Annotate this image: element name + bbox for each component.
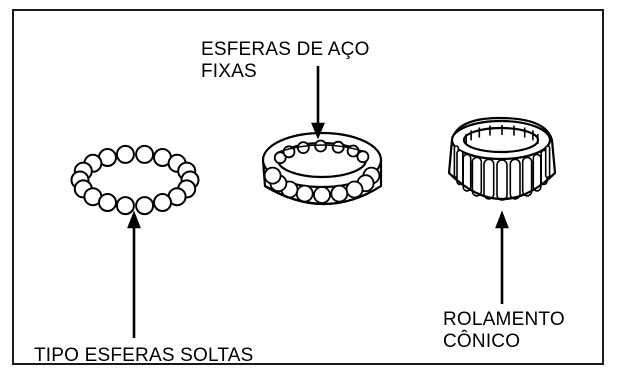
fixed-ball-back — [331, 140, 345, 154]
fixed-ball — [345, 180, 364, 199]
label-loose-balls: TIPO ESFERAS SOLTAS — [34, 345, 254, 366]
tapered-roller — [471, 156, 483, 197]
label-tapered-roller: ROLAMENTO CÔNICO — [443, 309, 565, 353]
loose-ball — [98, 193, 117, 212]
tapered-roller — [483, 158, 495, 200]
label-fixed-steel-balls: ESFERAS DE AÇO FIXAS — [201, 39, 370, 83]
tapered-roller — [509, 158, 521, 200]
label-fixed-line-2: FIXAS — [201, 61, 257, 82]
label-tapered-line-1: ROLAMENTO — [443, 309, 565, 330]
tapered-roller — [544, 145, 551, 179]
fixed-ball — [295, 184, 314, 203]
tapered-roller — [462, 153, 472, 192]
tapered-roller — [496, 159, 508, 201]
tapered-roller-bearing-illustration — [447, 116, 557, 201]
fixed-balls-arrowhead — [311, 122, 325, 140]
fixed-ball-back — [296, 141, 310, 155]
label-tapered-line-2: CÔNICO — [443, 331, 521, 352]
loose-balls-arrowhead — [127, 210, 141, 229]
fixed-ball-back — [356, 150, 370, 164]
loose-ball — [115, 196, 135, 216]
fixed-ball — [263, 166, 282, 185]
fixed-ball — [313, 186, 331, 204]
loose-ball — [115, 144, 135, 164]
label-fixed-line-1: ESFERAS DE AÇO — [201, 39, 370, 60]
loose-ball — [135, 196, 155, 216]
fixed-ball-back — [273, 151, 287, 165]
tapered-roller — [456, 149, 464, 186]
tapered-roller — [521, 156, 533, 197]
fixed-ball — [330, 184, 349, 203]
loose-ball-ring-illustration — [70, 144, 200, 216]
fixed-ball-back — [314, 139, 328, 153]
loose-ball — [135, 144, 155, 164]
fixed-ball-bearing-illustration — [261, 131, 383, 206]
tapered-arrowhead — [495, 210, 509, 229]
loose-ball — [153, 193, 172, 212]
